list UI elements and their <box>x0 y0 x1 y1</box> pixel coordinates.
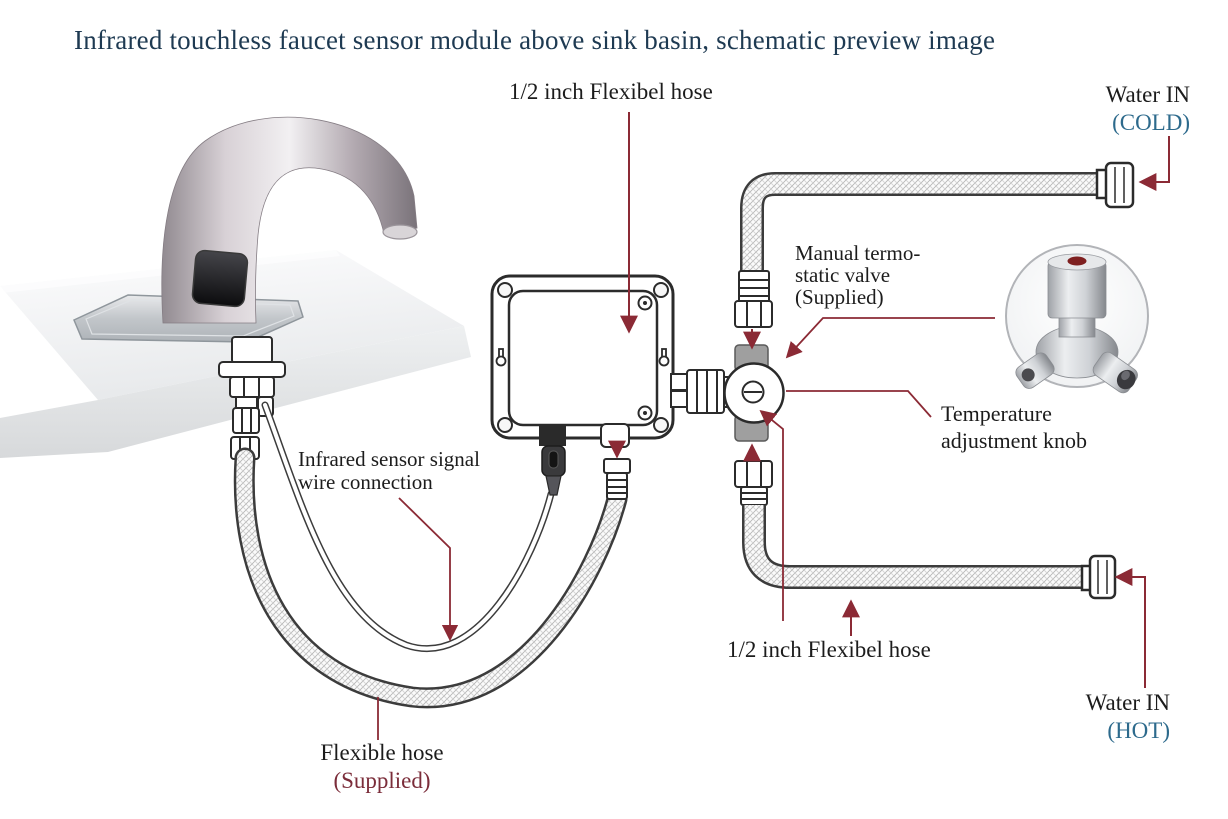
box-panel-screws <box>637 295 653 421</box>
label-water-in-hot: Water IN (HOT) <box>1018 689 1170 745</box>
signal-wire-leader <box>398 497 459 642</box>
knob-pointer-leader <box>759 409 784 621</box>
control-box <box>490 274 735 500</box>
water-in-hot-text: Water IN <box>1085 690 1170 715</box>
box-outlet-fitting <box>600 423 631 500</box>
supply-hose <box>233 447 628 709</box>
valve-inset-leader <box>785 317 995 359</box>
faucet-aerator <box>382 224 418 240</box>
water-in-cold-sub: (COLD) <box>1112 110 1190 135</box>
infrared-sensor-window <box>191 249 249 308</box>
label-hose-bottom: 1/2 inch Flexibel hose <box>727 637 931 662</box>
label-flexible-hose: Flexible hose (Supplied) <box>320 740 444 793</box>
hot-inlet-fitting <box>1080 554 1117 600</box>
box-keyhole-slots <box>495 348 670 367</box>
temp-knob-leader <box>786 390 932 418</box>
cold-hose <box>740 172 1103 271</box>
signal-wire-connector <box>539 424 566 496</box>
cold-hose-valve-adapter <box>734 270 773 328</box>
box-corner-screws <box>497 282 669 433</box>
cold-inlet-leader <box>1138 136 1170 191</box>
label-hose-top: 1/2 inch Flexibel hose <box>509 79 713 104</box>
label-water-in-cold: Water IN (COLD) <box>1038 81 1190 137</box>
hot-inlet-leader <box>1114 568 1146 688</box>
hot-hose-valve-adapter <box>734 460 773 506</box>
valve-inset <box>1005 244 1149 394</box>
thermostatic-valve <box>723 344 785 442</box>
water-in-hot-sub: (HOT) <box>1107 718 1170 743</box>
faucet-illustration <box>161 116 418 324</box>
hot-hose <box>742 505 1085 589</box>
label-temperature-knob: Temperature adjustment knob <box>941 401 1088 453</box>
label-ir-signal-wire: Infrared sensor signal wire connection <box>298 447 480 494</box>
inset-red-indicator <box>1067 256 1087 266</box>
water-in-cold-text: Water IN <box>1105 82 1190 107</box>
signal-wire <box>261 401 555 653</box>
cold-inlet-fitting <box>1095 161 1135 209</box>
page-title: Infrared touchless faucet sensor module … <box>74 25 996 55</box>
leader-lines <box>377 112 1170 740</box>
temperature-knob <box>741 380 765 404</box>
label-manual-valve: Manual termo- static valve (Supplied) <box>795 241 921 309</box>
